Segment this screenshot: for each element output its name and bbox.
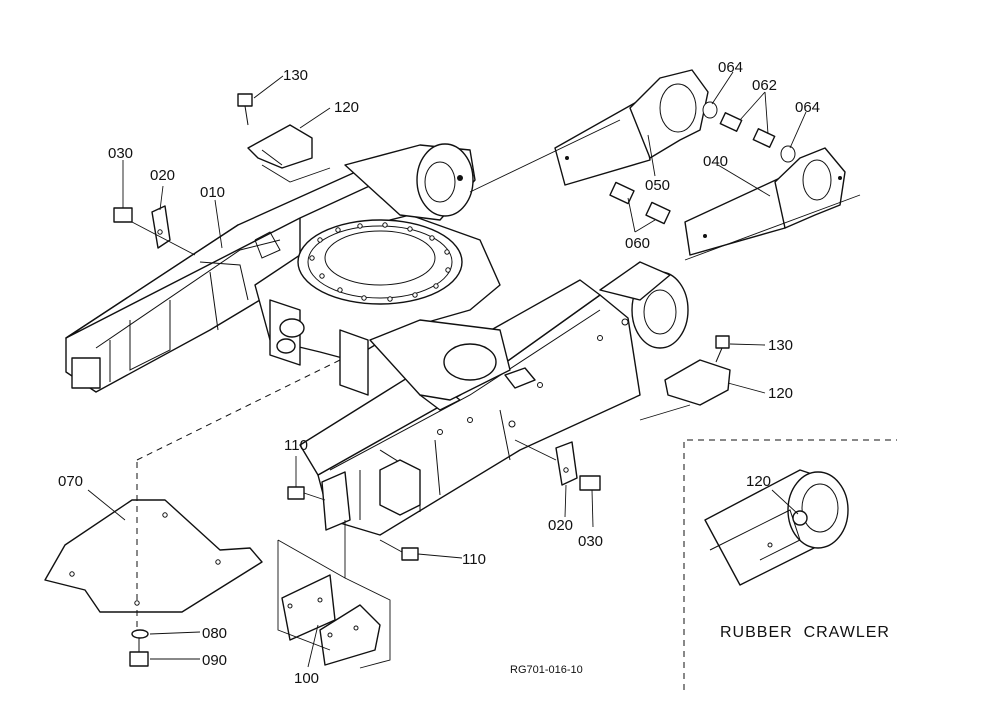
callout-010: 010 [200, 184, 225, 201]
rubber-crawler-inset [683, 439, 897, 690]
right-rail-box [379, 459, 421, 516]
bolt-130-right [715, 335, 730, 349]
callout-120-upper: 120 [334, 99, 359, 116]
bolt-130-upper [237, 93, 253, 107]
callout-020-right: 020 [548, 517, 573, 534]
callout-060: 060 [625, 235, 650, 252]
bolt-110-left [287, 486, 305, 500]
guard-100-b [319, 604, 381, 666]
cover-050 [554, 69, 709, 186]
callout-labels: 130 120 030 020 010 064 062 064 050 040 … [58, 59, 820, 687]
bolt-030-left [113, 207, 133, 223]
callout-020-left: 020 [150, 167, 175, 184]
callout-070: 070 [58, 473, 83, 490]
callout-030-left: 030 [108, 145, 133, 162]
callout-030-right: 030 [578, 533, 603, 550]
cover-040 [684, 147, 846, 256]
slewing-ring-bolt-holes [309, 222, 451, 302]
callout-130-upper: 130 [283, 67, 308, 84]
leader-lines [87, 71, 807, 668]
under-cover-070-shape [44, 499, 263, 613]
clip-020-right [514, 439, 601, 491]
guards-100 [277, 520, 391, 669]
bolt-110-right [401, 547, 419, 561]
pad-120-upper [237, 93, 331, 183]
slewing-ring-opening [324, 230, 436, 286]
cover-040-plate [684, 177, 786, 256]
inset-caption: RUBBER CRAWLER [720, 624, 890, 641]
left-rail-end-plate [71, 357, 101, 389]
callout-064-right: 064 [795, 99, 820, 116]
callout-040: 040 [703, 153, 728, 170]
callout-090: 090 [202, 652, 227, 669]
bolt-030-right [579, 475, 601, 491]
callout-080: 080 [202, 625, 227, 642]
pad-120-right-shape [664, 359, 731, 406]
drawing-code: RG701-016-10 [510, 664, 583, 676]
pad-120-upper-shape [247, 124, 313, 169]
inset-pad-120 [792, 510, 808, 526]
cover-050-plate [554, 99, 651, 186]
callout-110-left: 110 [284, 437, 308, 454]
track-frame-010 [65, 143, 689, 536]
under-cover-070 [44, 359, 341, 628]
bolt-090 [129, 638, 149, 667]
callout-062: 062 [752, 77, 777, 94]
right-rail-end-plate [321, 471, 351, 531]
callout-130-right: 130 [768, 337, 793, 354]
center-front-bracket [339, 329, 369, 396]
bolt-062-upper [702, 101, 796, 163]
callout-050: 050 [645, 177, 670, 194]
pad-120-right [639, 335, 731, 421]
callout-100: 100 [294, 670, 319, 687]
right-rail-holes [437, 318, 629, 435]
callout-110-right: 110 [462, 551, 486, 568]
callout-120-inset: 120 [746, 473, 771, 490]
callout-120-right: 120 [768, 385, 793, 402]
clip-020-left [113, 205, 196, 256]
callout-064-left: 064 [718, 59, 743, 76]
washer-080 [131, 629, 149, 639]
